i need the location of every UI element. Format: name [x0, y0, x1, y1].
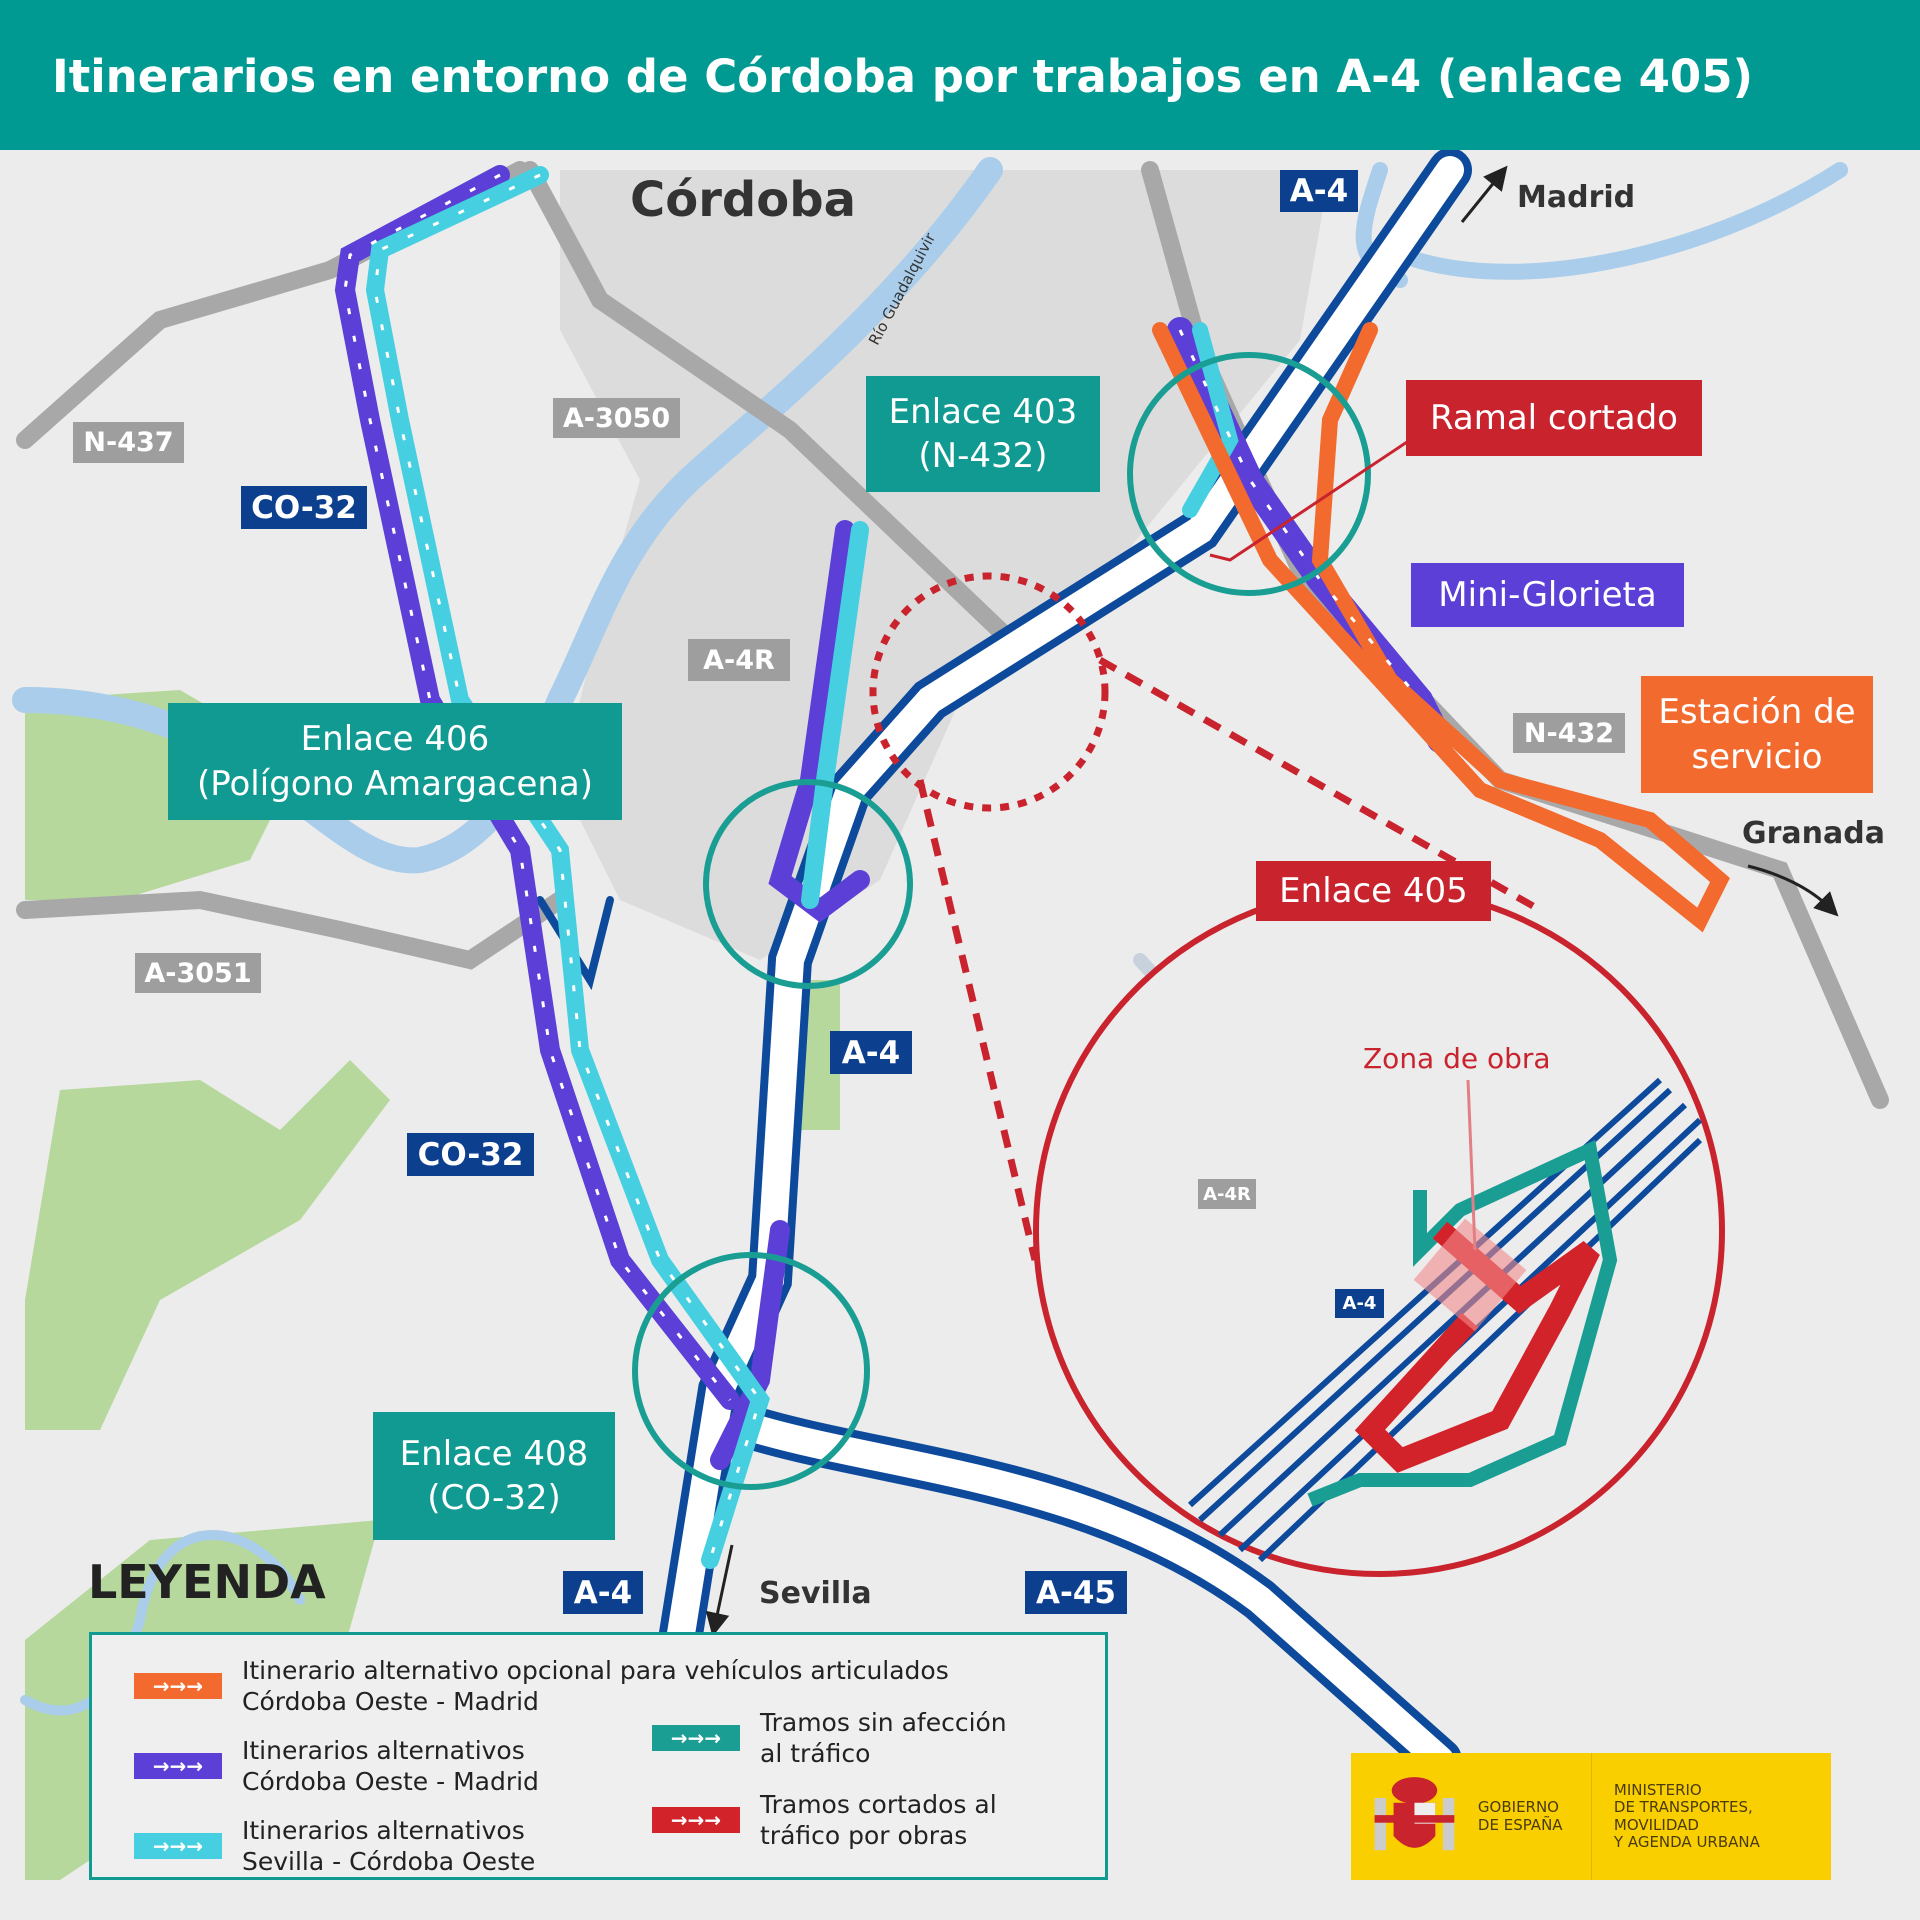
- government-logo: GOBIERNO DE ESPAÑA MINISTERIO DE TRANSPO…: [1351, 1753, 1831, 1880]
- callout-mini-glorieta: Mini-Glorieta: [1411, 563, 1684, 627]
- sevilla-arrow: [705, 1544, 734, 1637]
- callout-ramal-cortado: Ramal cortado: [1406, 380, 1702, 456]
- legend-swatch-purple: →→→: [134, 1753, 222, 1780]
- road-badge-n432: N-432: [1513, 713, 1625, 753]
- madrid-label: Madrid: [1517, 180, 1636, 215]
- granada-label: Granada: [1742, 816, 1885, 851]
- urban-area: [560, 170, 1330, 960]
- madrid-arrow: [1460, 165, 1508, 223]
- legend-text: Itinerario alternativo opcional para veh…: [242, 1656, 949, 1685]
- enlace-403-circle: [1127, 352, 1371, 596]
- legend-item-orange: →→→ Itinerario alternativo opcional para…: [134, 1655, 949, 1718]
- legend-swatch-red: →→→: [652, 1807, 740, 1834]
- legend-swatch-cyan: →→→: [134, 1833, 222, 1860]
- legend-text: Itinerarios alternativos: [242, 1736, 525, 1765]
- callout-enlace-403-road: (N-432): [918, 436, 1048, 476]
- logo-ministry-line1: MINISTERIO: [1613, 1781, 1702, 1799]
- road-badge-a4-top: A-4: [1280, 170, 1358, 212]
- page-title: Itinerarios en entorno de Córdoba por tr…: [52, 50, 1754, 103]
- callout-enlace-405: Enlace 405: [1256, 861, 1491, 921]
- callout-enlace-408-name: Enlace 408: [399, 1433, 589, 1474]
- callout-enlace-403: Enlace 403 (N-432): [866, 376, 1100, 492]
- enlace-406-circle: [703, 779, 913, 989]
- road-badge-a4r: A-4R: [688, 639, 790, 681]
- legend-text: al tráfico: [760, 1739, 871, 1769]
- road-badge-a3051: A-3051: [135, 953, 261, 993]
- legend-text: tráfico por obras: [760, 1821, 968, 1851]
- callout-enlace-408-road: (CO-32): [427, 1478, 561, 1518]
- orange-route: [1152, 322, 1730, 933]
- sevilla-label: Sevilla: [759, 1576, 872, 1611]
- legend-text: Tramos sin afección: [760, 1708, 1007, 1737]
- legend: →→→ Itinerario alternativo opcional para…: [89, 1632, 1108, 1880]
- callout-enlace-406-name: Enlace 406: [300, 719, 490, 760]
- enlace-408-circle: [632, 1252, 870, 1490]
- route-arrows: [343, 173, 1422, 1561]
- legend-title: LEYENDA: [88, 1555, 326, 1609]
- interchange-circles: [632, 352, 1371, 1490]
- legend-text: Sevilla - Córdoba Oeste: [242, 1847, 536, 1877]
- zona-de-obra-label: Zona de obra: [1363, 1042, 1551, 1075]
- logo-gov-line2: DE ESPAÑA: [1477, 1815, 1563, 1834]
- granada-arrow: [1747, 864, 1839, 917]
- legend-swatch-teal: →→→: [652, 1725, 740, 1752]
- logo-gov-line1: GOBIERNO: [1477, 1798, 1559, 1817]
- callout-enlace-406: Enlace 406 (Polígono Amargacena): [168, 703, 622, 820]
- road-badge-a4-bottom: A-4: [563, 1571, 643, 1614]
- ramal-pointer: [1209, 438, 1411, 562]
- callout-estacion-line1: Estación de: [1658, 692, 1856, 733]
- enlace-405-inset: [1033, 885, 1725, 1577]
- callout-enlace-403-name: Enlace 403: [888, 391, 1078, 432]
- coat-of-arms-icon: [1374, 1776, 1455, 1850]
- callout-estacion-line2: servicio: [1691, 736, 1823, 777]
- road-badge-a45: A-45: [1025, 1571, 1127, 1614]
- legend-text: Córdoba Oeste - Madrid: [242, 1767, 539, 1797]
- header-bar: Itinerarios en entorno de Córdoba por tr…: [0, 0, 1920, 150]
- enlace-405-dotted-circle: [869, 572, 1109, 812]
- callout-estacion-servicio: Estación de servicio: [1641, 676, 1873, 793]
- road-badge-n437: N-437: [73, 422, 184, 463]
- road-badge-co32-south: CO-32: [407, 1133, 534, 1176]
- road-badge-co32-north: CO-32: [241, 486, 367, 529]
- legend-swatch-orange: →→→: [134, 1673, 222, 1700]
- legend-text: Córdoba Oeste - Madrid: [242, 1687, 539, 1717]
- road-badge-a4-inset: A-4: [1335, 1289, 1384, 1318]
- logo-ministry-line3: Y AGENDA URBANA: [1613, 1832, 1760, 1851]
- legend-text: Itinerarios alternativos: [242, 1816, 525, 1845]
- city-label: Córdoba: [630, 172, 856, 228]
- road-badge-a3050: A-3050: [553, 398, 680, 438]
- callout-enlace-406-place: (Polígono Amargacena): [196, 763, 594, 804]
- legend-text: Tramos cortados al: [760, 1790, 997, 1819]
- road-badge-a4-mid: A-4: [830, 1031, 912, 1074]
- callout-enlace-408: Enlace 408 (CO-32): [373, 1412, 615, 1540]
- logo-ministry-line2: DE TRANSPORTES, MOVILIDAD: [1613, 1798, 1753, 1834]
- road-badge-a4r-inset: A-4R: [1198, 1179, 1256, 1209]
